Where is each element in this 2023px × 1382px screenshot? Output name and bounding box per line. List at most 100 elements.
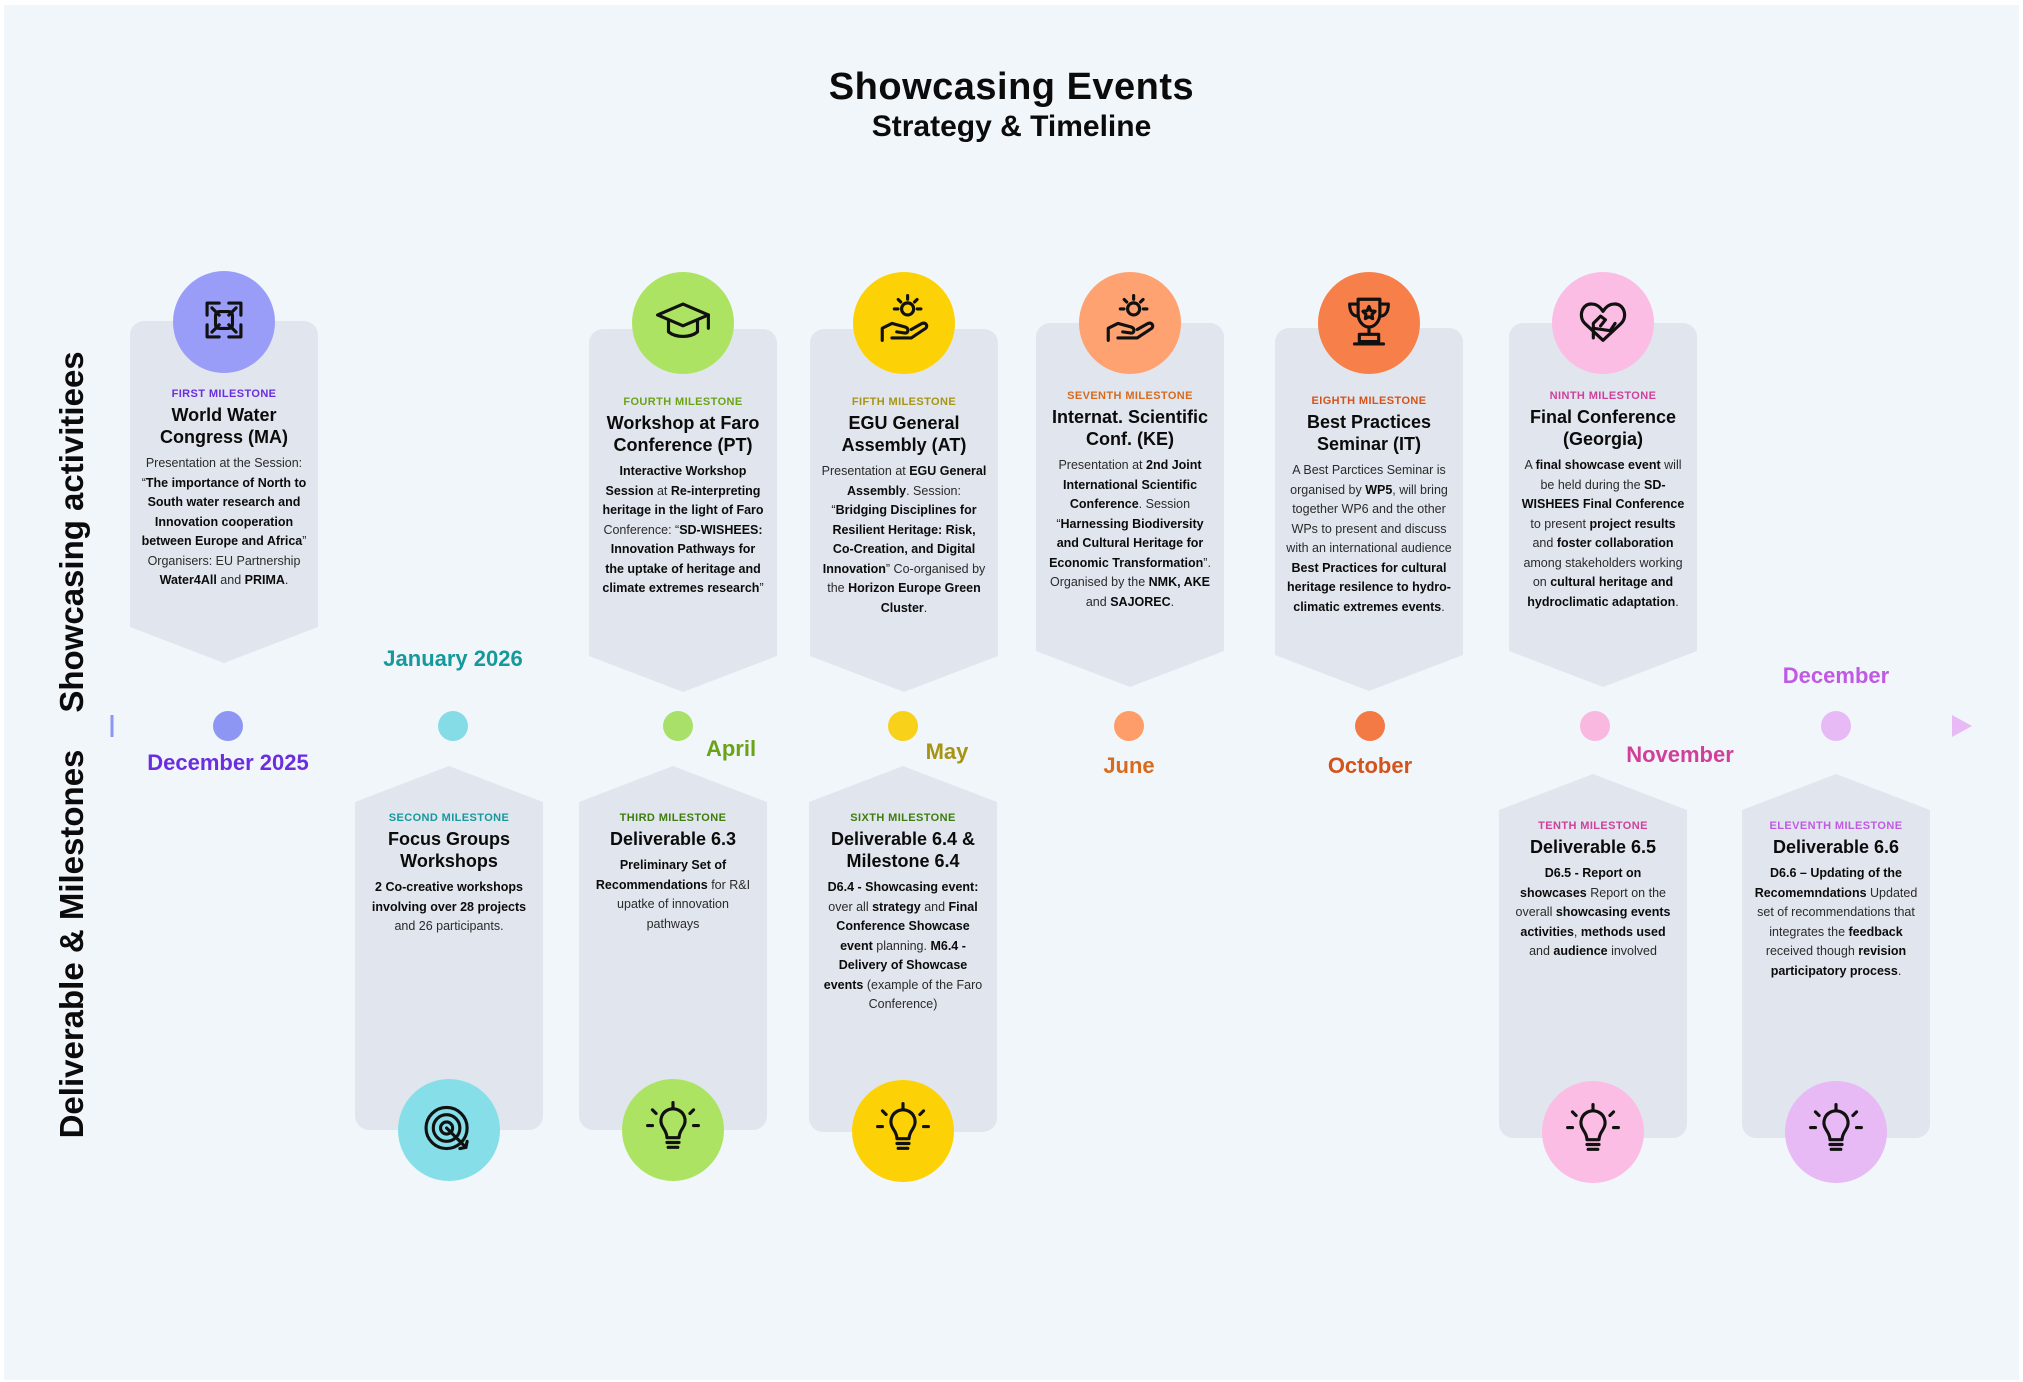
desc-emphasis: 2nd Joint International Scientific Confe…	[1062, 458, 1202, 511]
desc-text: for R&I upatke of innovation pathways	[617, 877, 751, 931]
lightbulb-icon	[644, 1099, 702, 1162]
desc-text: and 26 participants.	[394, 919, 504, 933]
lightbulb-badge	[1785, 1081, 1887, 1183]
timeline-canvas	[4, 5, 2019, 1380]
desc-emphasis: Best Practices for cultural heritage res…	[1287, 560, 1451, 614]
desc-text: A Best Parctices Seminar is organised by	[1290, 463, 1446, 497]
card-title: Internat. Scientific Conf. (KE)	[1051, 407, 1209, 449]
desc-text: , will bring together WP6 and the other …	[1286, 482, 1452, 555]
desc-text: Presentation at the Session: “	[141, 456, 303, 490]
graduation-cap-badge	[632, 272, 734, 374]
lightbulb-badge	[1542, 1081, 1644, 1183]
desc-text: and	[1529, 944, 1554, 958]
desc-emphasis: SD-WISHEES Final Conference	[1521, 477, 1685, 511]
lightbulb-badge	[622, 1079, 724, 1181]
desc-text: Conference: “	[603, 522, 680, 537]
milestone-label: TENTH MILESTONE	[1538, 820, 1648, 832]
card-title: EGU General Assembly (AT)	[841, 413, 967, 455]
milestone-label: FIRST MILESTONE	[171, 388, 277, 400]
milestone-label: THIRD MILESTONE	[619, 812, 727, 824]
desc-emphasis: The importance of North to South water r…	[141, 475, 307, 548]
desc-emphasis: Horizon Europe Green Cluster	[848, 581, 981, 615]
milestone-label: SIXTH MILESTONE	[850, 812, 956, 824]
page-subtitle: Strategy & Timeline	[871, 110, 1152, 143]
desc-text: ”. Organised by the	[1049, 555, 1211, 589]
desc-emphasis: methods used	[1580, 924, 1666, 939]
desc-emphasis: WP5	[1365, 482, 1393, 497]
desc-emphasis: D6.6 – Updating of the Recomemndations	[1754, 866, 1902, 900]
desc-text: Updated set of recommendations that inte…	[1757, 885, 1918, 939]
heart-in-hand-icon	[1574, 292, 1632, 355]
lightbulb-icon	[1807, 1101, 1865, 1164]
card-title: Deliverable 6.5	[1529, 837, 1657, 857]
milestone-label: ELEVENTH MILESTONE	[1769, 820, 1903, 832]
desc-emphasis: Interactive Workshop Session	[605, 464, 747, 498]
desc-text: .	[1675, 594, 1679, 609]
desc-emphasis: final showcase event	[1535, 458, 1661, 472]
desc-text: ” Co-organised by the	[827, 561, 986, 595]
desc-text: Presentation at	[821, 464, 910, 478]
desc-emphasis: revision participatory process	[1770, 944, 1907, 978]
collaboration-hands-badge	[173, 271, 275, 373]
milestone-label: FOURTH MILESTONE	[623, 396, 743, 408]
activity-card: SEVENTH MILESTONE Internat. Scientific Co…	[1036, 323, 1224, 687]
desc-text: and	[1085, 594, 1111, 609]
desc-text: .	[1170, 594, 1175, 609]
milestone-label: EIGHTH MILESTONE	[1311, 395, 1427, 407]
desc-text: among stakeholders working on	[1523, 555, 1683, 589]
trophy-badge	[1318, 272, 1420, 374]
hand-with-sun-badge	[1079, 272, 1181, 374]
desc-text: . Session “	[1056, 497, 1191, 531]
month-label: November	[1626, 742, 1734, 767]
card-title: Best Practices Seminar (IT)	[1306, 412, 1432, 454]
desc-emphasis: audience	[1553, 944, 1608, 958]
timeline-dot	[1580, 711, 1610, 741]
desc-text: .	[284, 573, 289, 587]
desc-emphasis: D6.5 - Report on showcases	[1520, 866, 1642, 900]
milestone-label: NINTH MILESTONE	[1549, 390, 1657, 402]
heart-in-hand-badge	[1552, 272, 1654, 374]
milestone-label: SEVENTH MILESTONE	[1067, 390, 1193, 402]
desc-text: and	[1532, 536, 1557, 550]
desc-text: at	[653, 483, 671, 498]
card-title: World Water Congress (MA)	[159, 405, 288, 447]
card-description: Presentation at EGU General Assembly. Se…	[821, 462, 987, 618]
desc-emphasis: Re-interpreting heritage in the light of…	[602, 483, 764, 517]
side-label-deliverables: Deliverable & Milestones	[53, 749, 90, 1139]
trophy-icon	[1340, 292, 1398, 355]
page-title: Showcasing Events	[828, 66, 1195, 108]
card-title: Deliverable 6.3	[609, 829, 737, 849]
desc-text: ,	[1573, 924, 1581, 939]
hand-with-sun-icon	[1101, 292, 1159, 355]
timeline-dot	[1821, 711, 1851, 741]
lightbulb-icon	[1564, 1101, 1622, 1164]
desc-text: .	[1897, 963, 1902, 978]
lightbulb-icon	[874, 1100, 932, 1163]
month-label: January 2026	[383, 646, 523, 671]
desc-emphasis: 2 Co-creative workshops involving over 2…	[371, 880, 527, 914]
desc-text: received though	[1765, 944, 1859, 958]
desc-text: ”	[759, 581, 764, 595]
desc-emphasis: NMK, AKE	[1148, 575, 1210, 589]
desc-emphasis: project results	[1589, 516, 1676, 531]
month-label: December	[1782, 663, 1890, 688]
milestone-label: SECOND MILESTONE	[388, 812, 510, 824]
desc-text: Report on the overall	[1515, 885, 1666, 920]
desc-text: planning.	[872, 938, 931, 953]
desc-emphasis: Bridging Disciplines for Resilient Herit…	[822, 503, 977, 576]
desc-emphasis: cultural heritage and hydroclimatic adap…	[1527, 575, 1676, 609]
desc-emphasis: feedback	[1848, 924, 1903, 939]
target-badge	[398, 1079, 500, 1181]
month-label: December 2025	[147, 750, 309, 775]
desc-text: involved	[1607, 944, 1657, 958]
desc-emphasis: Final Conference Showcase event	[836, 899, 978, 953]
desc-text: Presentation at	[1058, 458, 1146, 472]
desc-text: and	[920, 899, 949, 914]
